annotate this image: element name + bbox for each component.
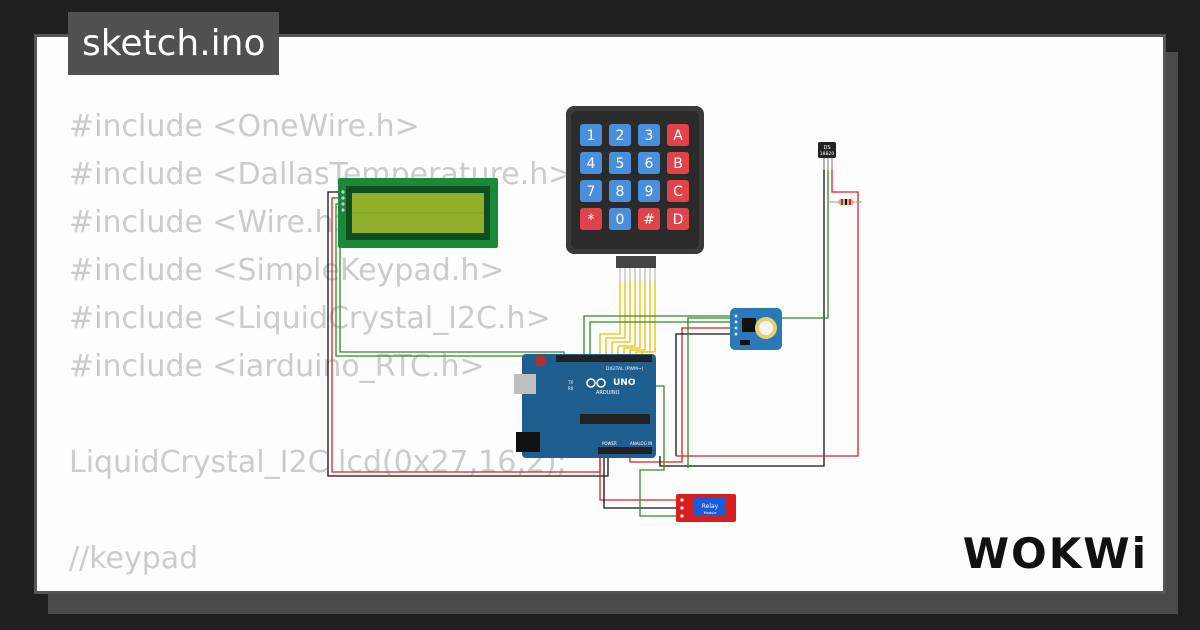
keypad-key[interactable]: 5 xyxy=(609,152,631,174)
arduino-uno[interactable]: DIGITAL (PWM~) UNO ARDUINO POWER ANALOG … xyxy=(514,354,656,458)
keypad-key[interactable]: 2 xyxy=(609,124,631,146)
keypad-key-label: 8 xyxy=(616,184,625,200)
wire-kp-4 xyxy=(617,280,636,354)
keypad-key[interactable]: # xyxy=(638,208,660,230)
reset-button xyxy=(536,356,546,366)
sensor-label-1: DS xyxy=(823,145,830,151)
analog-header xyxy=(598,447,652,454)
keypad-key-label: # xyxy=(643,212,655,228)
keypad[interactable]: 1 2 3 A 4 5 6 B 7 8 9 C * 0 # D xyxy=(566,106,704,282)
temperature-sensor[interactable]: DS 18B20 xyxy=(818,142,836,170)
keypad-key-label: 2 xyxy=(616,128,625,144)
wire-kp-3 xyxy=(611,280,631,354)
digital-header xyxy=(556,355,652,362)
code-line: #include <Wire.h> xyxy=(69,205,359,240)
wire-kp-5 xyxy=(623,280,641,354)
code-line: const byte KP_ROWS = 4; // number of row… xyxy=(69,583,730,591)
keypad-key-label: 0 xyxy=(616,212,625,228)
keypad-key[interactable]: 4 xyxy=(580,152,602,174)
lcd-display[interactable] xyxy=(338,178,498,248)
keypad-key[interactable]: 3 xyxy=(638,124,660,146)
wokwi-logo: WOKWi xyxy=(962,529,1148,578)
keypad-key[interactable]: 1 xyxy=(580,124,602,146)
keypad-key-label: A xyxy=(673,128,683,144)
keypad-key-label: D xyxy=(673,212,684,228)
keypad-key[interactable]: D xyxy=(667,208,689,230)
sensor-label-2: 18B20 xyxy=(820,151,835,157)
rx-label: RX xyxy=(568,386,574,391)
code-line: LiquidCrystal_I2C lcd(0x27,16,2); xyxy=(69,445,567,480)
wire-ds-vcc xyxy=(676,158,859,457)
keypad-key[interactable]: A xyxy=(667,124,689,146)
keypad-key-label: * xyxy=(588,212,595,228)
keypad-key[interactable]: C xyxy=(667,180,689,202)
relay-sublabel: Module xyxy=(704,511,717,515)
code-line: #include <iarduino_RTC.h> xyxy=(69,349,485,384)
keypad-key-label: B xyxy=(673,156,683,172)
wire-kp-2 xyxy=(605,280,626,354)
wire-rtc-gnd xyxy=(675,333,732,456)
keypad-key[interactable]: 8 xyxy=(609,180,631,202)
wire-relay-in xyxy=(639,385,680,517)
keypad-key-label: 9 xyxy=(645,184,654,200)
arduino-model: UNO xyxy=(613,378,636,388)
wire-kp-1 xyxy=(599,280,621,354)
relay-label: Relay xyxy=(702,503,719,510)
keypad-key-label: 3 xyxy=(645,128,654,144)
arduino-infinity-icon xyxy=(586,378,606,388)
wire-relay-gnd xyxy=(603,456,680,509)
wire-ds-gnd xyxy=(659,158,825,467)
power-label: POWER xyxy=(602,441,617,446)
usb-port xyxy=(514,374,536,394)
code-line: #include <SimpleKeypad.h> xyxy=(69,253,505,288)
wire-rtc-vcc xyxy=(629,327,732,463)
rtc-module[interactable] xyxy=(730,308,782,350)
keypad-key[interactable]: * xyxy=(580,208,602,230)
keypad-key-label: 5 xyxy=(616,156,625,172)
wire-lcd-gnd xyxy=(327,191,609,477)
keypad-connector xyxy=(616,256,656,268)
tx-label: TX xyxy=(567,380,573,385)
keypad-key-label: 1 xyxy=(587,128,596,144)
keypad-key-label: C xyxy=(673,184,683,200)
file-tab[interactable]: sketch.ino xyxy=(68,12,280,75)
analog-label: ANALOG IN xyxy=(630,441,652,446)
wire-relay-vcc xyxy=(599,456,680,501)
wire-kp-7 xyxy=(635,280,651,354)
atmega-chip xyxy=(580,414,650,424)
keypad-key[interactable]: 7 xyxy=(580,180,602,202)
keypad-key[interactable]: 0 xyxy=(609,208,631,230)
code-preview: #include <OneWire.h>#include <DallasTemp… xyxy=(69,103,730,591)
wire-rtc-scl xyxy=(589,321,732,354)
code-line: #include <LiquidCrystal_I2C.h> xyxy=(69,301,551,336)
keypad-key[interactable]: 6 xyxy=(638,152,660,174)
wire-kp-8 xyxy=(641,280,656,354)
keypad-key[interactable]: B xyxy=(667,152,689,174)
relay-module[interactable]: Relay Module xyxy=(676,494,736,522)
pullup-resistor[interactable] xyxy=(828,199,862,205)
power-jack xyxy=(516,432,540,452)
wire-rtc-sda xyxy=(583,315,732,354)
code-line: //keypad xyxy=(69,541,199,576)
keypad-key-label: 7 xyxy=(587,184,596,200)
arduino-brand: ARDUINO xyxy=(596,390,620,396)
keypad-key[interactable]: 9 xyxy=(638,180,660,202)
digital-label: DIGITAL (PWM~) xyxy=(606,366,644,372)
wire-kp-6 xyxy=(629,280,646,354)
keypad-key-label: 6 xyxy=(645,156,654,172)
wires xyxy=(327,158,859,517)
code-line: #include <OneWire.h> xyxy=(69,109,420,144)
keypad-key-label: 4 xyxy=(587,156,596,172)
